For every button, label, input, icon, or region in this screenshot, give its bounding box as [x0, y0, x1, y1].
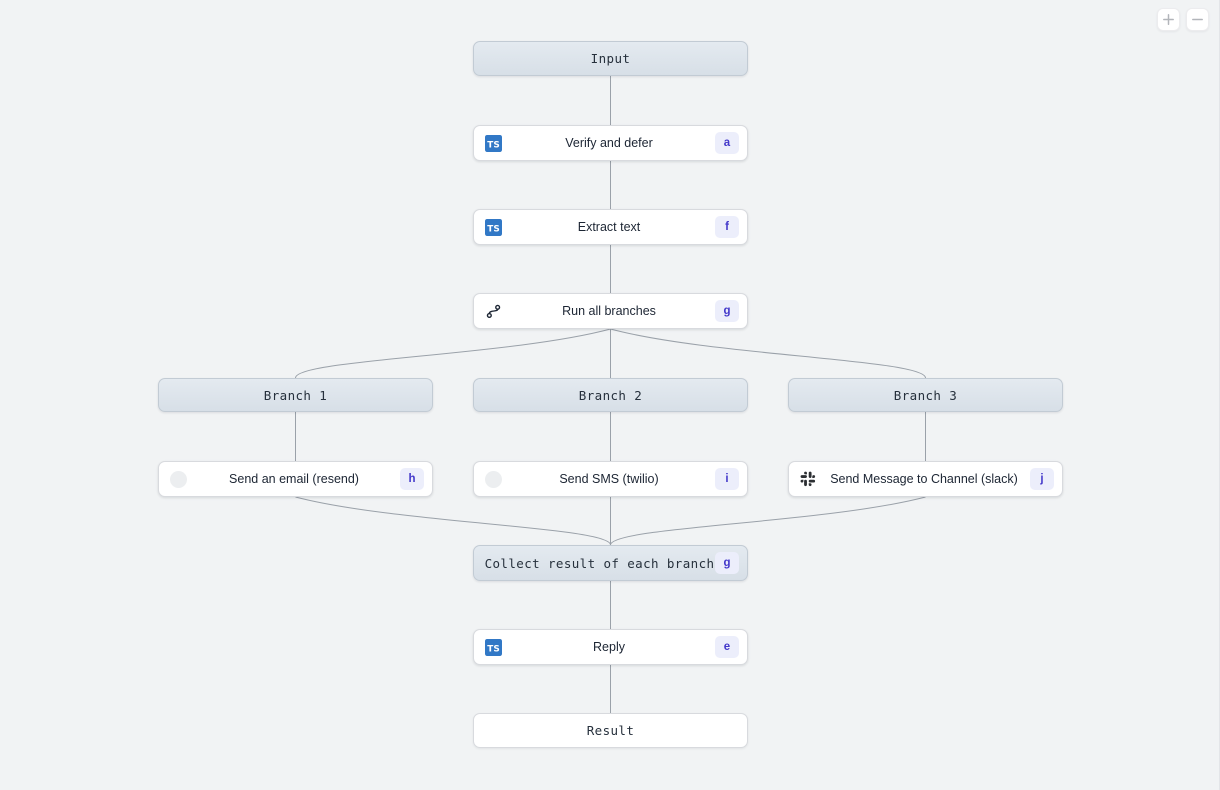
- node-label: Verify and defer: [565, 136, 653, 150]
- node-badge[interactable]: g: [715, 300, 739, 322]
- node-badge[interactable]: g: [715, 552, 739, 574]
- node-extract-text[interactable]: TS Extract text f: [473, 209, 748, 245]
- node-label: Branch 3: [893, 387, 958, 403]
- typescript-icon: TS: [483, 637, 503, 657]
- zoom-controls: [1157, 8, 1209, 31]
- node-send-sms-twilio[interactable]: Send SMS (twilio) i: [473, 461, 748, 497]
- node-label: Send Message to Channel (slack): [830, 472, 1018, 486]
- node-result[interactable]: Result: [473, 713, 748, 748]
- slack-icon: [798, 469, 818, 489]
- node-label: Reply: [593, 640, 625, 654]
- node-label: Extract text: [577, 220, 641, 234]
- zoom-in-button[interactable]: [1157, 8, 1180, 31]
- node-run-all-branches[interactable]: Run all branches g: [473, 293, 748, 329]
- edge-run-all-branches-to-branch-3: [610, 328, 926, 379]
- node-send-an-email-resend[interactable]: Send an email (resend) h: [158, 461, 433, 497]
- node-badge[interactable]: h: [400, 468, 424, 490]
- plus-icon: [1163, 14, 1174, 25]
- twilio-icon: [483, 469, 503, 489]
- icon-placeholder: [484, 470, 502, 488]
- minus-icon: [1192, 14, 1203, 25]
- node-reply[interactable]: TS Reply e: [473, 629, 748, 665]
- node-branch-3[interactable]: Branch 3: [788, 378, 1063, 412]
- node-label: Send SMS (twilio): [559, 472, 659, 486]
- node-label: Input: [590, 51, 631, 66]
- svg-text:TS: TS: [487, 224, 499, 234]
- node-label: Send an email (resend): [229, 472, 359, 486]
- edge-send-message-to-channel-slack-to-collect-result-of-each-branch: [610, 496, 926, 546]
- node-send-message-to-channel-slack[interactable]: Send Message to Channel (slack) j: [788, 461, 1063, 497]
- svg-text:TS: TS: [487, 140, 499, 150]
- typescript-icon: TS: [483, 217, 503, 237]
- node-badge[interactable]: e: [715, 636, 739, 658]
- zoom-out-button[interactable]: [1186, 8, 1209, 31]
- icon-placeholder: [169, 470, 187, 488]
- edge-run-all-branches-to-branch-1: [295, 328, 611, 379]
- node-label: Branch 2: [578, 387, 643, 403]
- node-branch-2[interactable]: Branch 2: [473, 378, 748, 412]
- git-branch-icon: [483, 301, 503, 321]
- edge-send-an-email-resend-to-collect-result-of-each-branch: [295, 496, 611, 546]
- node-label: Branch 1: [263, 387, 328, 403]
- node-label: Result: [586, 723, 635, 738]
- resend-icon: [168, 469, 188, 489]
- node-label: Run all branches: [562, 304, 656, 318]
- node-label: Collect result of each branch: [484, 555, 715, 571]
- node-branch-1[interactable]: Branch 1: [158, 378, 433, 412]
- node-input[interactable]: Input: [473, 41, 748, 76]
- node-badge[interactable]: f: [715, 216, 739, 238]
- svg-text:TS: TS: [487, 644, 499, 654]
- node-badge[interactable]: i: [715, 468, 739, 490]
- node-badge[interactable]: a: [715, 132, 739, 154]
- node-verify-and-defer[interactable]: TS Verify and defer a: [473, 125, 748, 161]
- typescript-icon: TS: [483, 133, 503, 153]
- node-badge[interactable]: j: [1030, 468, 1054, 490]
